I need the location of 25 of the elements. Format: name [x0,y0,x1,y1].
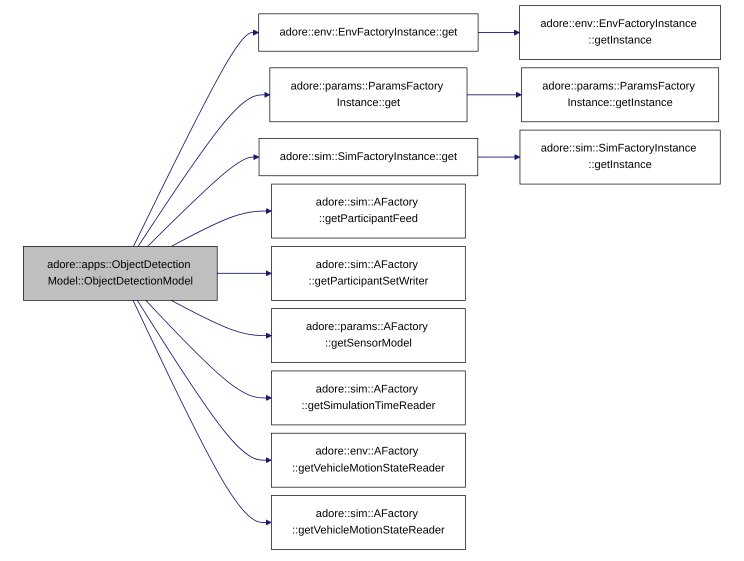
node-box: adore::apps::ObjectDetection Model::ObjectDetectionModel [23,246,218,301]
node-box: adore::params::ParamsFactory Instance::get [269,67,468,122]
node-box: adore::env::AFactory ::getVehicleMotionStateReader [271,432,466,488]
arrow [136,300,272,464]
arrow [170,208,272,247]
arrow [133,29,259,247]
arrow [216,270,272,276]
arrow [138,92,270,247]
arrow [147,154,260,247]
arrow [145,300,272,401]
arrow [478,29,520,36]
node-box: adore::env::EnvFactoryInstance::get [258,14,478,52]
arrow [132,300,272,526]
node-box: adore::sim::AFactory ::getSimulationTimeReader [271,370,466,426]
arrow [170,300,272,339]
node-box: adore::params::AFactory ::getSensorModel [271,308,466,363]
arrow [466,92,522,98]
node-box: adore::sim::AFactory ::getParticipantSetWriter [271,246,466,301]
node-box: adore::sim::SimFactoryInstance ::getInstance [520,130,721,184]
node-box: adore::sim::AFactory ::getParticipantFeed [271,184,466,238]
node-box: adore::sim::SimFactoryInstance::get [258,138,478,176]
arrow [477,154,520,160]
node-box: adore::params::ParamsFactory Instance::getInstance [521,67,720,122]
node-box: adore::env::EnvFactoryInstance ::getInstance [519,5,721,60]
node-box: adore::sim::AFactory ::getVehicleMotionStateReader [270,495,466,550]
